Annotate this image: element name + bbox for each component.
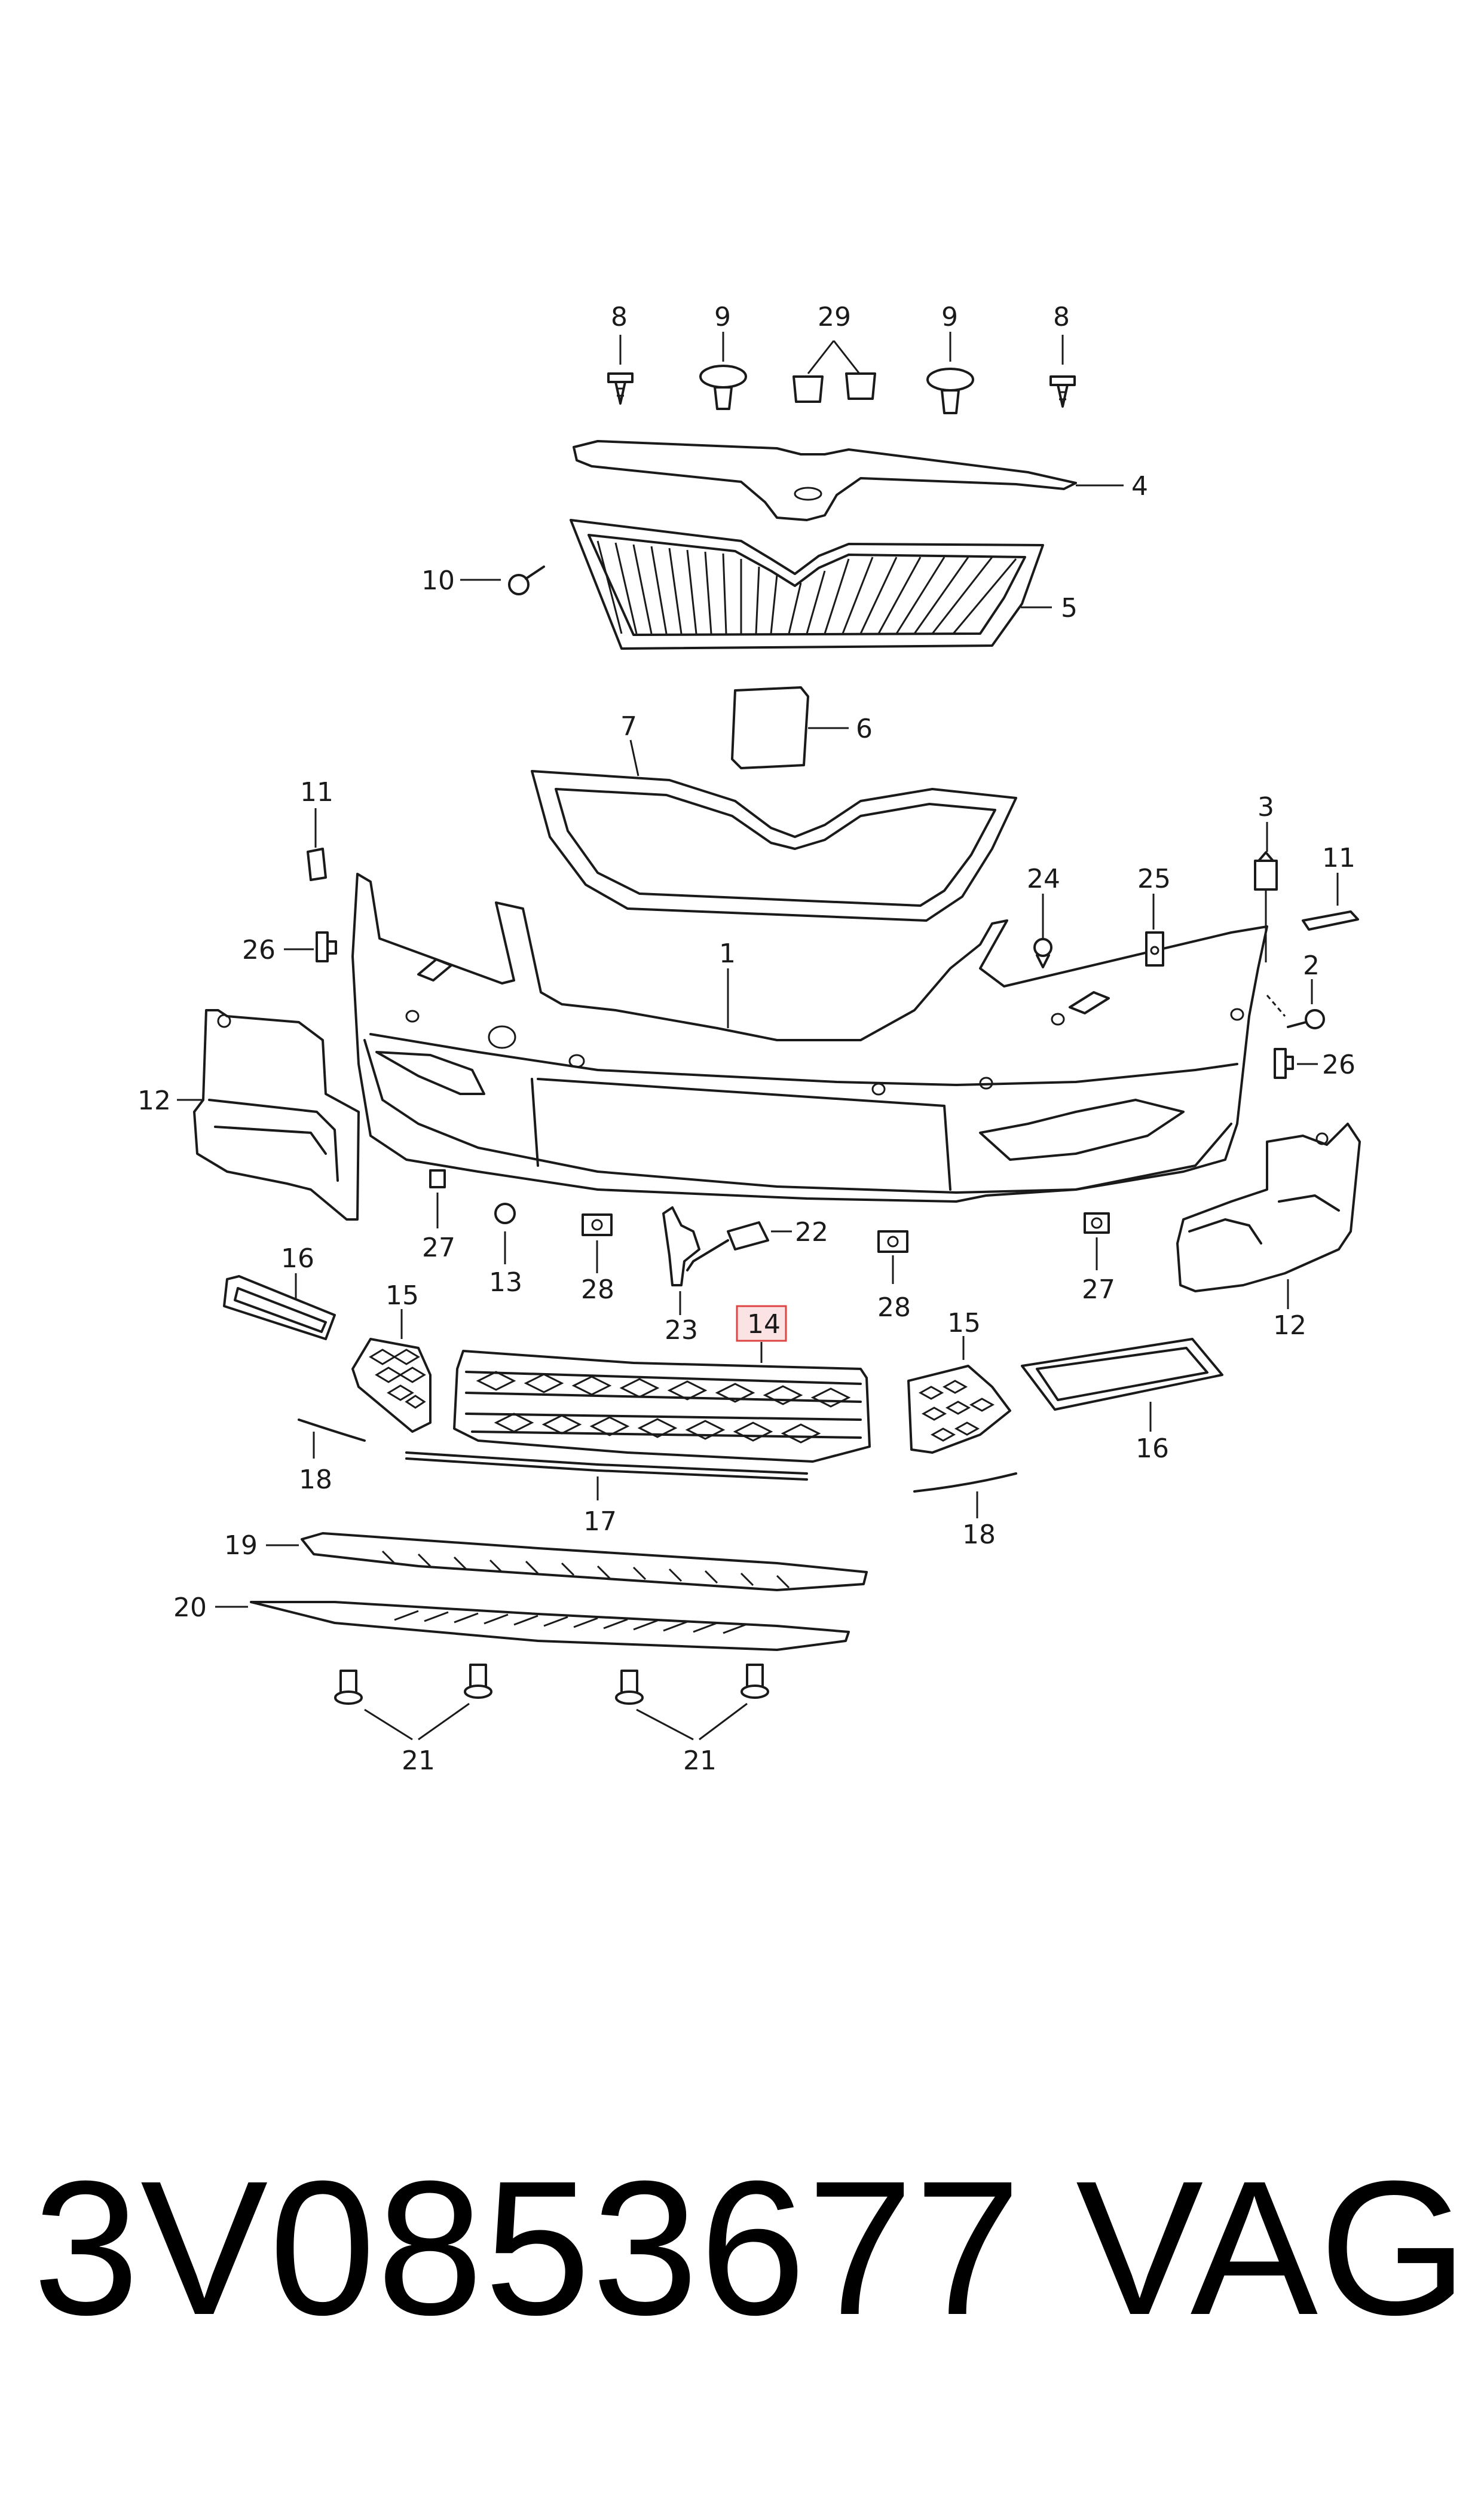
callout-6: 6 (856, 714, 873, 744)
callout-8-left: 8 (611, 302, 628, 332)
callout-18-right: 18 (962, 1520, 996, 1550)
screw-part-10 (460, 565, 545, 595)
emblem-carrier-part-6 (731, 686, 849, 769)
callout-10: 10 (421, 565, 455, 596)
part-number-text: 3V0853677 (33, 2141, 1023, 2355)
callout-17: 17 (583, 1506, 617, 1537)
clip-part-3 (1254, 822, 1278, 962)
screw-part-2 (1266, 979, 1325, 1029)
callout-20: 20 (173, 1592, 207, 1623)
callout-12-left: 12 (137, 1086, 171, 1116)
callout-27-right: 27 (1082, 1274, 1115, 1305)
clip-part-9-left (699, 332, 747, 410)
callout-28-left: 28 (581, 1274, 614, 1305)
trim-strip-part-17 (405, 1451, 808, 1500)
clip-part-28-right (877, 1230, 908, 1284)
grille-frame-part-7 (531, 739, 1017, 922)
cap-part-13 (494, 1203, 516, 1264)
callout-11-left: 11 (300, 777, 333, 808)
clip-part-9-right (926, 332, 974, 414)
brand-text: VAG (1076, 2141, 1470, 2355)
callout-21-left: 21 (402, 1745, 435, 1776)
callout-29: 29 (818, 302, 851, 332)
callout-16-left: 16 (281, 1243, 314, 1274)
clip-part-27-right (1084, 1212, 1110, 1270)
screw-set-part-21-left (334, 1664, 492, 1741)
bracket-part-11-left (307, 808, 327, 881)
clip-part-28-left (582, 1213, 613, 1273)
callout-13: 13 (489, 1267, 522, 1298)
callout-26-left: 26 (242, 935, 276, 965)
air-duct-part-12-left (177, 1009, 360, 1221)
callout-5: 5 (1061, 593, 1078, 623)
clip-part-27-left (429, 1169, 446, 1228)
callout-25: 25 (1137, 864, 1171, 894)
callout-28-right: 28 (877, 1292, 911, 1323)
sensor-part-22 (686, 1221, 792, 1271)
screw-part-24 (1033, 894, 1052, 968)
callout-8-right: 8 (1053, 302, 1070, 332)
trim-frame-part-16-right (1021, 1338, 1223, 1432)
trim-part-11-right (1302, 873, 1359, 931)
callout-15-left: 15 (385, 1280, 419, 1311)
upper-trim-part-4 (573, 440, 1124, 521)
callout-4: 4 (1131, 471, 1148, 502)
callout-15-right: 15 (947, 1308, 981, 1338)
callout-24: 24 (1027, 864, 1060, 894)
grille-insert-part-15-left (351, 1309, 432, 1433)
screw-part-8-left (607, 335, 634, 405)
grille-part-5 (570, 519, 1052, 650)
callout-9-left: 9 (714, 302, 731, 332)
callout-7: 7 (620, 711, 637, 742)
bracket-part-23 (662, 1206, 700, 1315)
callout-1: 1 (719, 938, 736, 969)
nut-part-29 (793, 340, 876, 403)
bumper-part-1 (351, 873, 1268, 1203)
callout-18-left: 18 (299, 1465, 332, 1495)
center-grille-part-14 (453, 1305, 871, 1463)
callout-23: 23 (665, 1315, 698, 1346)
callout-21-right: 21 (683, 1745, 717, 1776)
grille-insert-part-15-right (907, 1336, 1011, 1454)
callout-19: 19 (224, 1530, 258, 1561)
trim-frame-part-16-left (223, 1273, 336, 1340)
underbody-panel-part-20 (215, 1601, 850, 1651)
clip-part-25 (1145, 894, 1164, 967)
callout-26-right: 26 (1322, 1050, 1356, 1080)
screw-part-8-right (1049, 335, 1076, 408)
screw-set-part-21-right (615, 1664, 769, 1741)
callout-9-right: 9 (941, 302, 958, 332)
callout-22: 22 (795, 1217, 828, 1248)
callout-2: 2 (1303, 950, 1320, 981)
trim-strip-part-18-left (298, 1419, 366, 1459)
callout-14: 14 (747, 1309, 781, 1340)
trim-strip-part-18-right (913, 1472, 1017, 1518)
callout-3: 3 (1257, 792, 1274, 823)
clip-part-26-right (1274, 1048, 1318, 1079)
clip-part-26-left (284, 931, 337, 962)
callout-16-right: 16 (1136, 1433, 1169, 1464)
air-duct-part-12-right (1176, 1123, 1361, 1309)
spoiler-part-19 (266, 1532, 868, 1591)
callout-27-left: 27 (422, 1233, 455, 1263)
callout-11-right: 11 (1322, 843, 1356, 873)
callout-12-right: 12 (1273, 1310, 1306, 1341)
